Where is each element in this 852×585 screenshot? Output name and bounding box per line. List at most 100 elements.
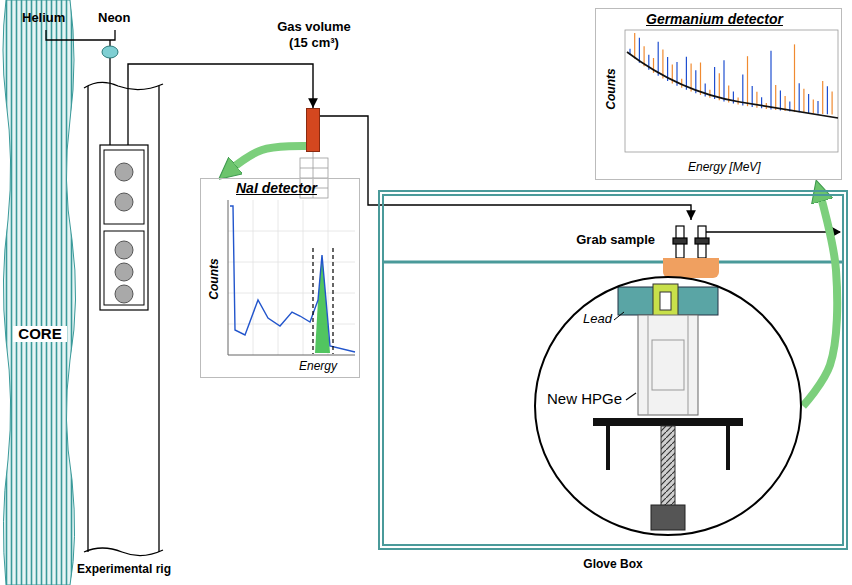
drawing-part [780, 91, 781, 111]
drawing-part [228, 262, 355, 263]
gas-label: Helium [22, 10, 65, 26]
drawing-part [794, 44, 795, 112]
node-label: Experimental rig [74, 561, 174, 577]
drawing-part [109, 40, 110, 46]
drawing-part [709, 90, 710, 98]
capsule-box [104, 150, 144, 224]
drawing-part [686, 57, 687, 90]
drawing-part [115, 285, 133, 303]
glove-box: Glove BoxGrab sampleNew HPGeLead [378, 190, 848, 550]
node-label: NaI detector [236, 180, 317, 196]
drawing-part [115, 163, 133, 181]
supply-line [46, 30, 128, 145]
drawing-part [228, 293, 355, 294]
drawing-part [84, 82, 163, 89]
node-text: Energy [299, 358, 337, 374]
drawing-part [813, 99, 814, 113]
gas-label: Neon [98, 10, 131, 26]
drawing-part [115, 193, 133, 211]
core-hatching [3, 0, 76, 585]
node-label: New HPGe [547, 391, 622, 407]
ge-plot-frame [625, 30, 838, 152]
leader-line [614, 312, 624, 320]
rig-tube [84, 82, 163, 555]
node-label: Grab sample [563, 232, 655, 248]
capsule-holder [100, 145, 148, 310]
core-band: CORE [5, 0, 75, 585]
drawing-part [658, 42, 659, 76]
gas-line [128, 64, 313, 108]
drawing-part [303, 200, 304, 355]
node-text: Energy [MeV] [688, 159, 761, 175]
drawing-part [300, 168, 328, 169]
experimental-rig: Experimental rig [88, 80, 160, 555]
gas-line [320, 116, 691, 220]
drawing-part [803, 89, 804, 113]
drawing-part [228, 324, 355, 325]
outlet-line [706, 231, 840, 232]
drawing-part [831, 91, 832, 114]
detector-body [638, 315, 698, 415]
drawing-part [639, 38, 640, 63]
drawing-part [109, 58, 110, 145]
node-text: Counts [206, 254, 222, 304]
node-label: Gas volume (15 cm³) [273, 19, 355, 51]
gas-volume: Gas volume (15 cm³) [306, 108, 320, 152]
nai-curve [230, 206, 355, 352]
screw-base [651, 505, 685, 530]
capsules [115, 163, 133, 303]
drawing-part [634, 33, 635, 59]
node-text: Lead [583, 311, 612, 327]
drawing-part [606, 426, 610, 470]
drawing-part [115, 241, 133, 259]
drawing-part [770, 51, 771, 110]
hpge-detector: New HPGe Lead [533, 275, 803, 537]
drawing-part [127, 80, 128, 145]
signal-arrow [803, 192, 837, 406]
drawing-part [332, 248, 333, 354]
lift-screw [661, 426, 675, 506]
detector-table [593, 418, 743, 426]
drawing-part [158, 86, 159, 552]
drawing-part [84, 548, 163, 556]
drawing-part [742, 74, 743, 105]
drawing-part [726, 426, 730, 470]
drawing-part [827, 86, 828, 114]
drawing-part [808, 94, 809, 113]
ge-background [627, 52, 838, 118]
drawing-part [690, 64, 691, 92]
detector-body-detail [648, 315, 688, 415]
drawing-part [652, 340, 684, 390]
drawing-part [278, 200, 279, 355]
drawing-part [775, 85, 776, 110]
node-label: Germanium detector [646, 11, 783, 27]
drawing-part [312, 248, 313, 354]
nai-window [313, 248, 333, 354]
ellipse-outline [535, 277, 801, 535]
drawing-part [747, 56, 748, 106]
drawing-part [110, 30, 115, 40]
drawing-part [648, 315, 649, 415]
node-label: Glove Box [563, 556, 663, 572]
signal-arrow [228, 146, 306, 172]
drawing-part [688, 315, 689, 415]
drawing-part [228, 231, 355, 232]
drawing-part [799, 83, 800, 112]
drawing-part [46, 30, 110, 40]
drawing-part [822, 81, 823, 114]
nai-chart: NaI detectorCountsEnergy [200, 178, 360, 378]
grab-sample: Grab sample [663, 220, 719, 278]
drawing-part [87, 86, 88, 552]
drawing-part [700, 63, 701, 95]
nai-axes [228, 200, 355, 355]
drawing-part [253, 200, 254, 355]
valve [102, 46, 118, 58]
drawing-part [733, 92, 734, 104]
drawing-part [115, 263, 133, 281]
drawing-part [681, 79, 682, 88]
node-label: CORE [13, 326, 67, 342]
drawing-part [723, 60, 724, 101]
